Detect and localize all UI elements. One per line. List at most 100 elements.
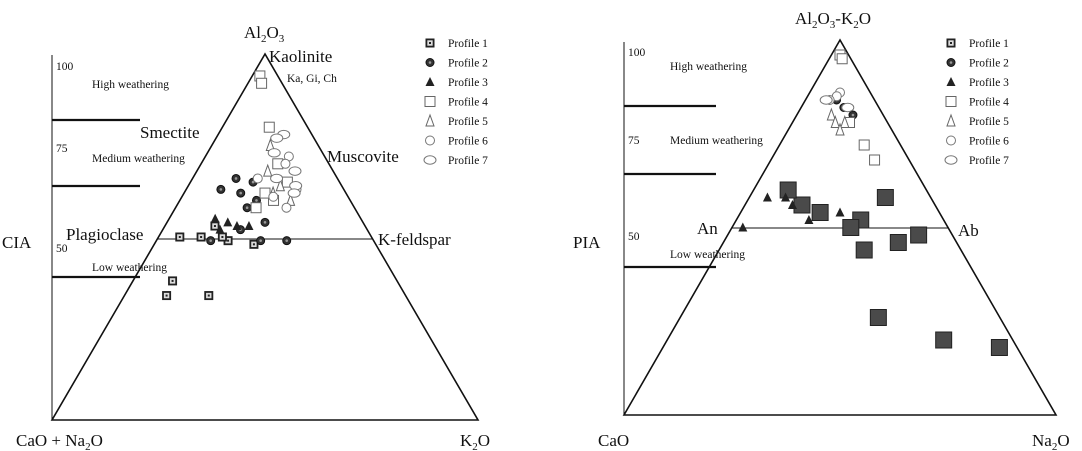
cia-point-p3-2 <box>223 217 233 227</box>
cia-label-kaolinite: Kaolinite <box>269 47 332 66</box>
pia-legend-marker-2 <box>946 58 956 67</box>
cia-data-points <box>162 70 303 301</box>
pia-legend-label-6: Profile 6 <box>969 136 1009 148</box>
pia-index-label: PIA <box>573 233 601 252</box>
cia-point-p1-9 <box>210 221 220 231</box>
pia-legend-label-4: Profile 4 <box>969 97 1009 109</box>
cia-point-p1-4 <box>249 239 259 249</box>
pia-tick-75: 75 <box>628 135 640 147</box>
cia-point-p7-7 <box>270 173 284 184</box>
pia-point-p1-1 <box>793 196 811 214</box>
cia-point-p4-3 <box>263 121 275 133</box>
pia-point-p1-4 <box>842 219 860 236</box>
cia-point-p1-2 <box>196 232 206 242</box>
cia-tick-50: 50 <box>56 243 68 255</box>
pia-legend-label-1: Profile 1 <box>969 38 1009 50</box>
cia-point-p7-6 <box>287 188 301 198</box>
cia-point-p1-1 <box>175 232 185 242</box>
cia-label-plagioclase: Plagioclase <box>66 225 143 244</box>
cia-apex-bottom-left: CaO + Na2O <box>16 431 103 451</box>
pia-legend-marker-7 <box>944 155 958 165</box>
cia-triangle <box>50 52 480 421</box>
pia-point-p3-6 <box>781 192 791 202</box>
cia-legend-label-4: Profile 4 <box>448 97 488 109</box>
cia-legend-marker-6 <box>425 135 435 146</box>
cia-point-p7-3 <box>267 148 281 158</box>
cia-point-p5-3 <box>275 178 286 192</box>
pia-point-p3-4 <box>804 215 814 224</box>
pia-ternary-diagram: 100 75 50 High weathering Medium weather… <box>573 9 1070 451</box>
cia-point-p2-1 <box>231 173 241 183</box>
cia-point-p2-10 <box>206 236 216 246</box>
pia-point-p1-6 <box>889 234 907 251</box>
cia-zone-medium: Medium weathering <box>92 153 185 165</box>
pia-point-p1-5 <box>910 226 928 244</box>
pia-label-ab: Ab <box>958 221 979 240</box>
cia-tick-100: 100 <box>56 61 74 73</box>
cia-point-p2-6 <box>260 217 270 227</box>
pia-point-p3-1 <box>762 192 772 202</box>
pia-zone-low: Low weathering <box>670 249 745 261</box>
cia-legend-label-7: Profile 7 <box>448 155 488 167</box>
cia-legend-marker-3 <box>425 77 435 86</box>
pia-point-p1-11 <box>779 181 797 199</box>
pia-point-p5-2 <box>830 115 840 128</box>
cia-point-p1-6 <box>162 291 172 301</box>
cia-legend-marker-1 <box>425 38 435 48</box>
cia-legend-marker-5 <box>425 113 435 127</box>
pia-apex-top: Al2O3-K2O <box>795 9 871 31</box>
cia-label-kaolinite-sub: Ka, Gi, Ch <box>287 73 337 85</box>
cia-legend-marker-4 <box>424 96 436 107</box>
pia-point-p3-2 <box>787 200 797 209</box>
cia-apex-top: Al2O3 <box>244 23 285 45</box>
cia-zone-high: High weathering <box>92 79 169 91</box>
pia-legend-label-7: Profile 7 <box>969 155 1009 167</box>
cia-legend-label-5: Profile 5 <box>448 116 488 128</box>
cia-point-p2-5 <box>242 203 252 213</box>
pia-point-p5-4 <box>835 122 845 136</box>
pia-point-p7-2 <box>841 102 855 113</box>
cia-point-p1-7 <box>204 291 214 301</box>
pia-legend-marker-6 <box>946 135 956 146</box>
pia-legend-label-3: Profile 3 <box>969 77 1009 89</box>
pia-point-p4-2 <box>836 53 848 65</box>
pia-point-p3-5 <box>738 222 748 232</box>
pia-point-p4-5 <box>869 154 881 166</box>
cia-legend-marker-7 <box>423 155 437 165</box>
cia-point-p7-4 <box>288 166 302 176</box>
cia-legend-label-6: Profile 6 <box>448 136 488 148</box>
pia-apex-bottom-right: Na2O <box>1032 431 1070 451</box>
pia-point-p1-8 <box>869 309 887 326</box>
pia-point-p1-12 <box>876 189 894 206</box>
cia-index-label: CIA <box>2 233 32 252</box>
cia-legend-label-2: Profile 2 <box>448 58 488 70</box>
pia-zone-high: High weathering <box>670 61 747 73</box>
pia-label-an: An <box>697 219 718 238</box>
pia-point-p5-3 <box>840 115 850 128</box>
pia-point-p1-2 <box>811 204 829 221</box>
cia-label-k-feldspar: K-feldspar <box>378 230 451 249</box>
cia-point-p7-2 <box>270 133 284 143</box>
cia-point-p4-2 <box>256 77 268 89</box>
cia-point-p2-8 <box>282 236 292 246</box>
pia-point-p7-1 <box>819 95 833 105</box>
cia-point-p2-3 <box>236 188 246 198</box>
pia-legend-marker-3 <box>946 77 956 86</box>
cia-point-p1-8 <box>217 232 227 242</box>
pia-apex-bottom-left: CaO <box>598 431 629 450</box>
pia-legend-marker-5 <box>946 113 956 127</box>
cia-zone-low: Low weathering <box>92 262 167 274</box>
cia-point-p6-4 <box>268 191 279 202</box>
cia-apex-bottom-right: K2O <box>460 431 490 451</box>
cia-point-p4-7 <box>250 202 262 214</box>
cia-point-p6-5 <box>281 202 292 213</box>
pia-tick-50: 50 <box>628 231 640 243</box>
pia-point-p1-7 <box>855 241 873 259</box>
cia-point-p2-11 <box>216 184 226 194</box>
pia-point-p4-4 <box>858 139 870 151</box>
cia-label-smectite: Smectite <box>140 123 199 142</box>
cia-legend-label-1: Profile 1 <box>448 38 488 50</box>
